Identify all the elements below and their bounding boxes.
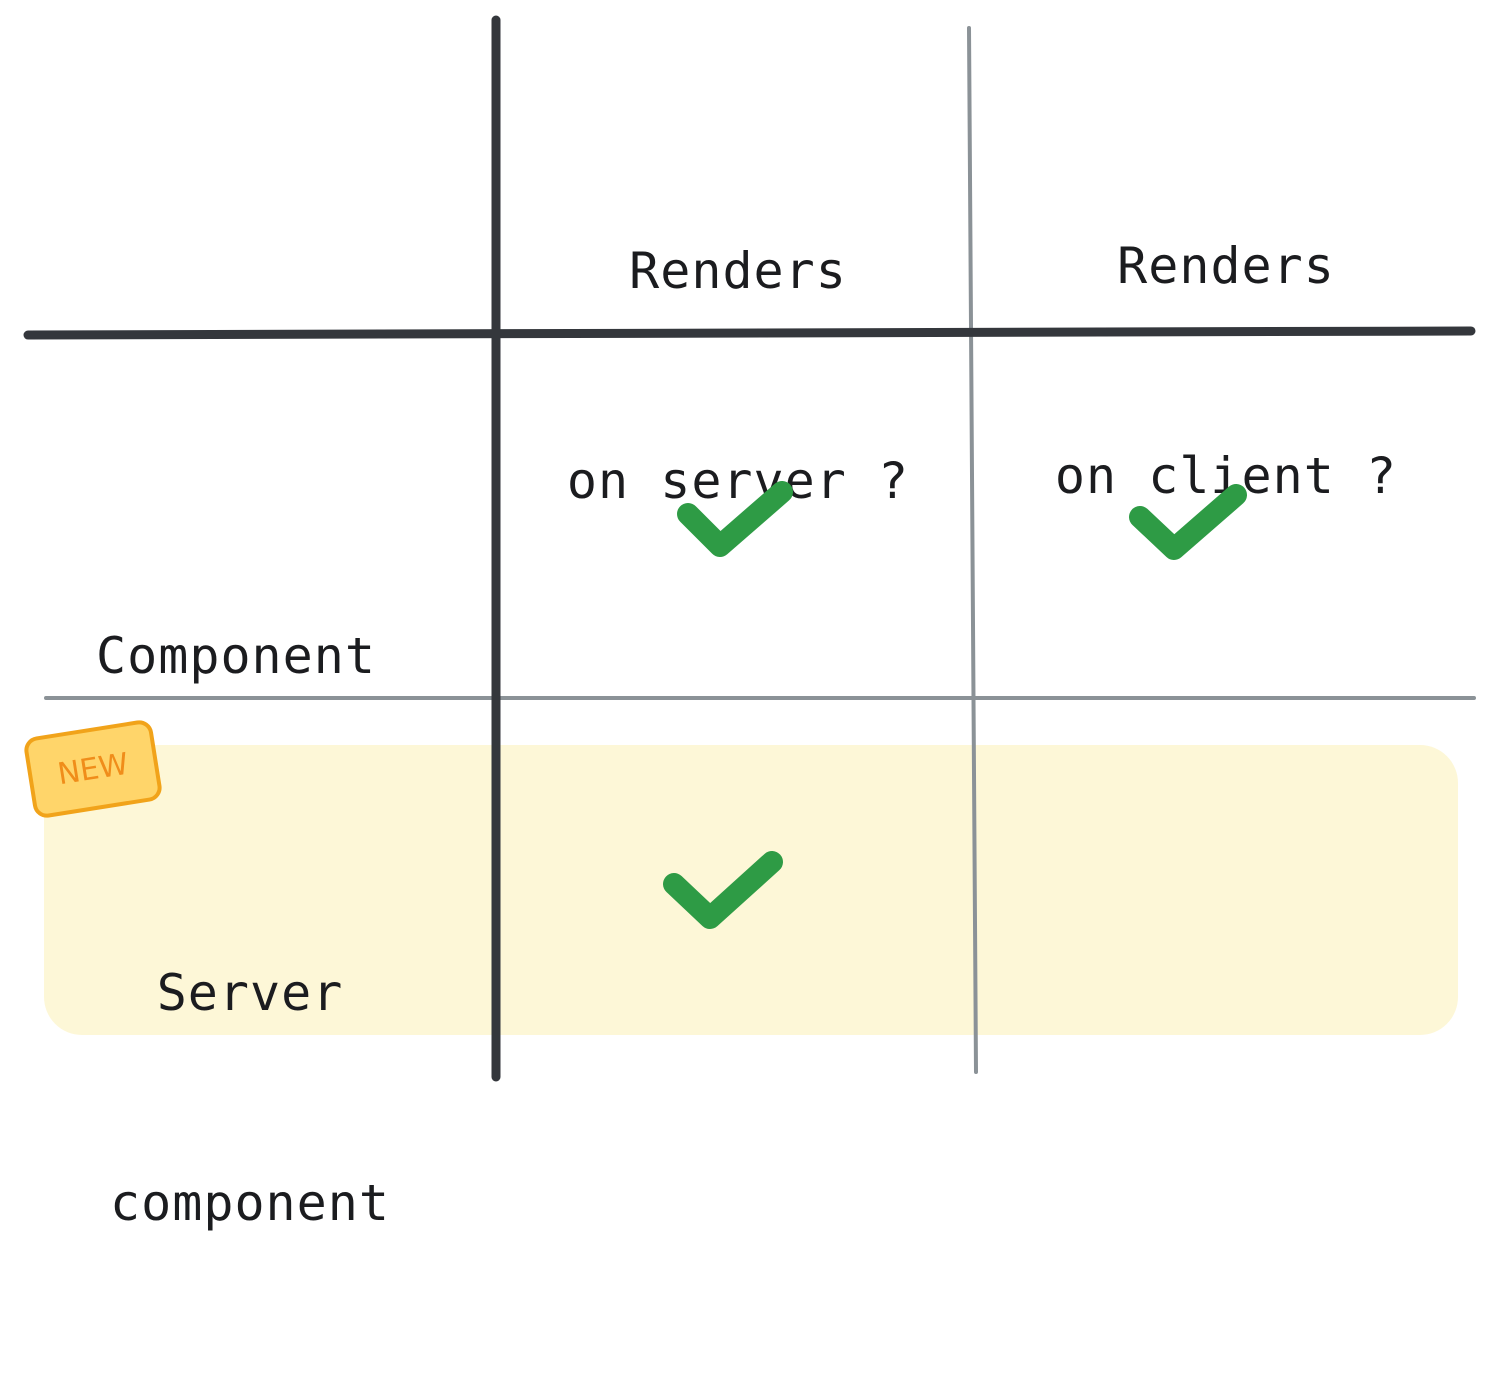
row-header-server-component-line1: Server [156,964,344,1022]
row-header-component-line1: Component [96,627,376,685]
column-header-server-line1: Renders [629,242,847,300]
column-header-client-line2: on client ? [1054,447,1398,505]
check-icon [677,481,793,557]
row-header-server-component: Server component [40,818,460,1378]
column-header-client-line1: Renders [1117,237,1335,295]
row-header-server-component-line2: component [110,1174,390,1232]
check-icon [663,851,783,929]
column-header-client: Renders on client ? [1006,91,1446,651]
row-header-component: Component [26,481,446,831]
column-header-server-line2: on server ? [566,452,910,510]
table-grid-lines [23,15,1476,1082]
comparison-table: Renders on server ? Renders on client ? … [22,15,1476,1232]
check-icon [1129,484,1247,560]
column-header-server: Renders on server ? [518,96,958,656]
